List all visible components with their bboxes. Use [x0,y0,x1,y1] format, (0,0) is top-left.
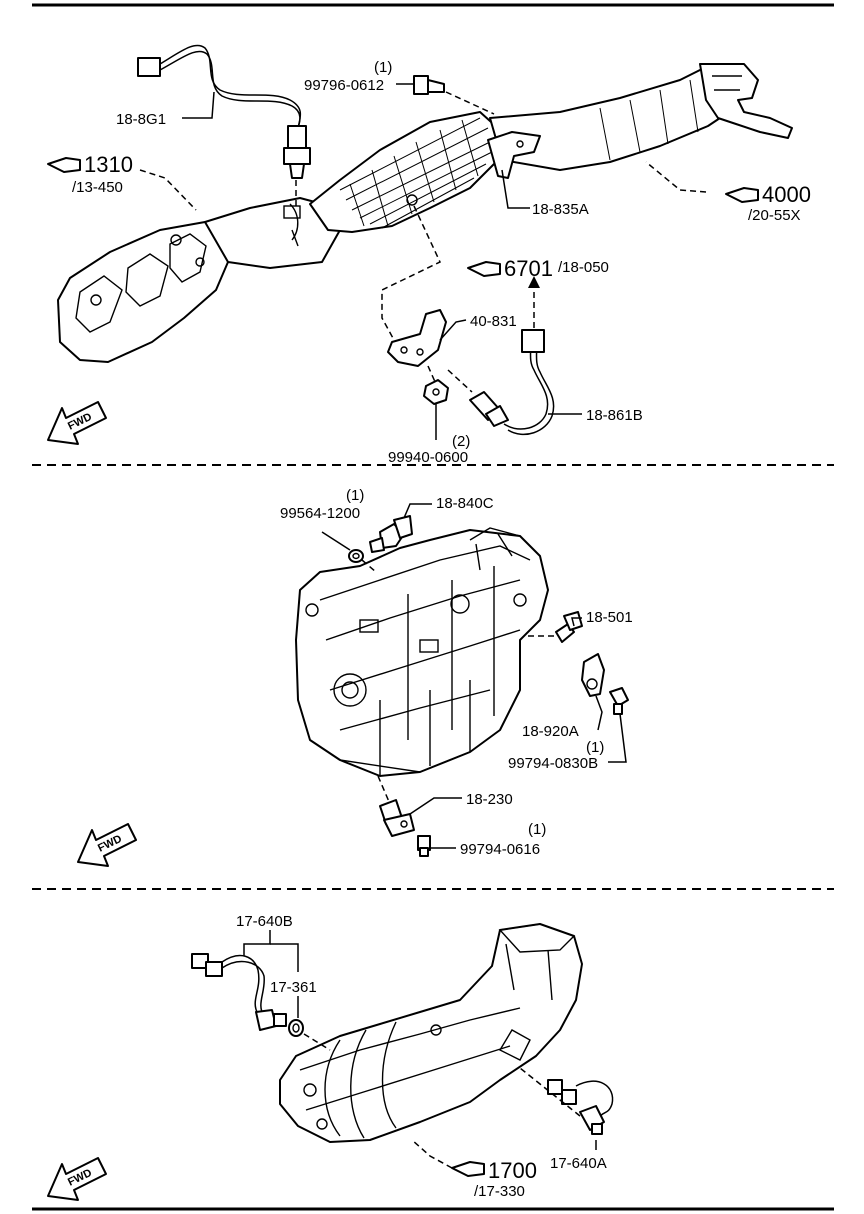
leader-line [608,713,627,763]
bolt-99794-0616 [417,835,431,857]
leader-line [243,930,271,956]
temp-sensor-18-840C [369,515,413,553]
part-label-99940-0600: 99940-0600 [388,449,468,466]
part-label-18-501: 18-501 [586,609,633,626]
transmission-section: FWD 17-640B 17-361 17-640A 1700 /17-330 [47,913,614,1201]
leader-line [645,161,707,193]
part-label-40-831: 40-831 [470,313,517,330]
gasket-17-361 [288,1019,304,1037]
connector-icon [547,1079,563,1095]
part-label-18-861B: 18-861B [586,407,643,424]
connector-icon [137,57,161,77]
position-sensor-18-920A [581,653,605,697]
ref-sublabel-17-330: /17-330 [474,1183,525,1200]
part-label-18-840C: 18-840C [436,495,494,512]
fwd-arrow-icon: FWD [47,1157,107,1201]
part-label-99794-0830B: 99794-0830B [508,755,598,772]
part-label-18-920A: 18-920A [522,723,579,740]
switch-17-640A [519,1067,614,1135]
leader-line [501,169,530,209]
leader-line [595,695,603,731]
leader-line [411,1139,453,1169]
fwd-arrow-icon: FWD [77,823,137,867]
leader-line [270,943,299,972]
knock-sensor-18-501 [526,611,583,643]
ref-label-4000: 4000 [762,182,811,207]
hand-pointer-icon [467,261,501,277]
connector-icon [521,329,545,353]
crank-sensor-18-230 [377,775,415,837]
bolt-99794-0830B [609,687,629,715]
leader-line [571,617,582,627]
part-label-17-361: 17-361 [270,979,317,996]
qty-label: (2) [452,433,470,450]
leader-line [139,169,197,211]
hand-pointer-icon [451,1161,485,1177]
transmission-case [279,923,583,1143]
part-label-17-640B: 17-640B [236,913,293,930]
exhaust-section: FWD 18-8G1 (1) 99796-0612 1310 /13-450 1… [47,44,811,466]
qty-label: (1) [528,821,546,838]
hand-pointer-icon [47,157,81,173]
qty-label: (1) [346,487,364,504]
engine-block [295,527,549,777]
nut-99940-0600 [423,379,449,405]
leader-line [182,91,215,119]
part-label-99796-0612: 99796-0612 [304,77,384,94]
qty-label: (1) [374,59,392,76]
o2-sensor-upper [137,44,311,206]
bracket-18-835A [487,131,541,179]
harness-17-640B [191,953,287,1031]
ref-label-1700: 1700 [488,1158,537,1183]
catalytic-converter [309,111,501,233]
qty-label: (1) [586,739,604,756]
leader-line [361,559,377,573]
ref-label-1310: 1310 [84,152,133,177]
hand-pointer-icon [725,187,759,203]
leader-line [409,797,462,815]
ref-label-6701: 6701 [504,256,553,281]
ref-sublabel-13-450: /13-450 [72,179,123,196]
part-label-18-230: 18-230 [466,791,513,808]
bracket-40-831 [381,205,447,385]
leader-line [403,503,432,519]
engine-section: FWD (1) 99564-1200 18-840C 18-501 18-920… [77,487,633,867]
ref-sublabel-20-55X: /20-55X [748,207,801,224]
washer-99564-1200 [348,549,364,563]
exhaust-pipe [489,63,793,171]
leader-line [321,531,351,551]
exhaust-manifold [57,197,341,363]
part-label-17-640A: 17-640A [550,1155,607,1172]
connector-icon [561,1089,577,1105]
part-label-99794-0616: 99794-0616 [460,841,540,858]
ref-sublabel-18-050: /18-050 [558,259,609,276]
bolt-99796-0612 [413,75,495,115]
part-label-99564-1200: 99564-1200 [280,505,360,522]
fwd-arrow-icon: FWD [47,401,107,445]
part-label-18-835A: 18-835A [532,201,589,218]
connector-icon [205,961,223,977]
leader-line [439,319,467,341]
leader-line [303,1033,331,1051]
o2-sensor-lower [447,276,555,436]
part-label-18-8G1: 18-8G1 [116,111,166,128]
